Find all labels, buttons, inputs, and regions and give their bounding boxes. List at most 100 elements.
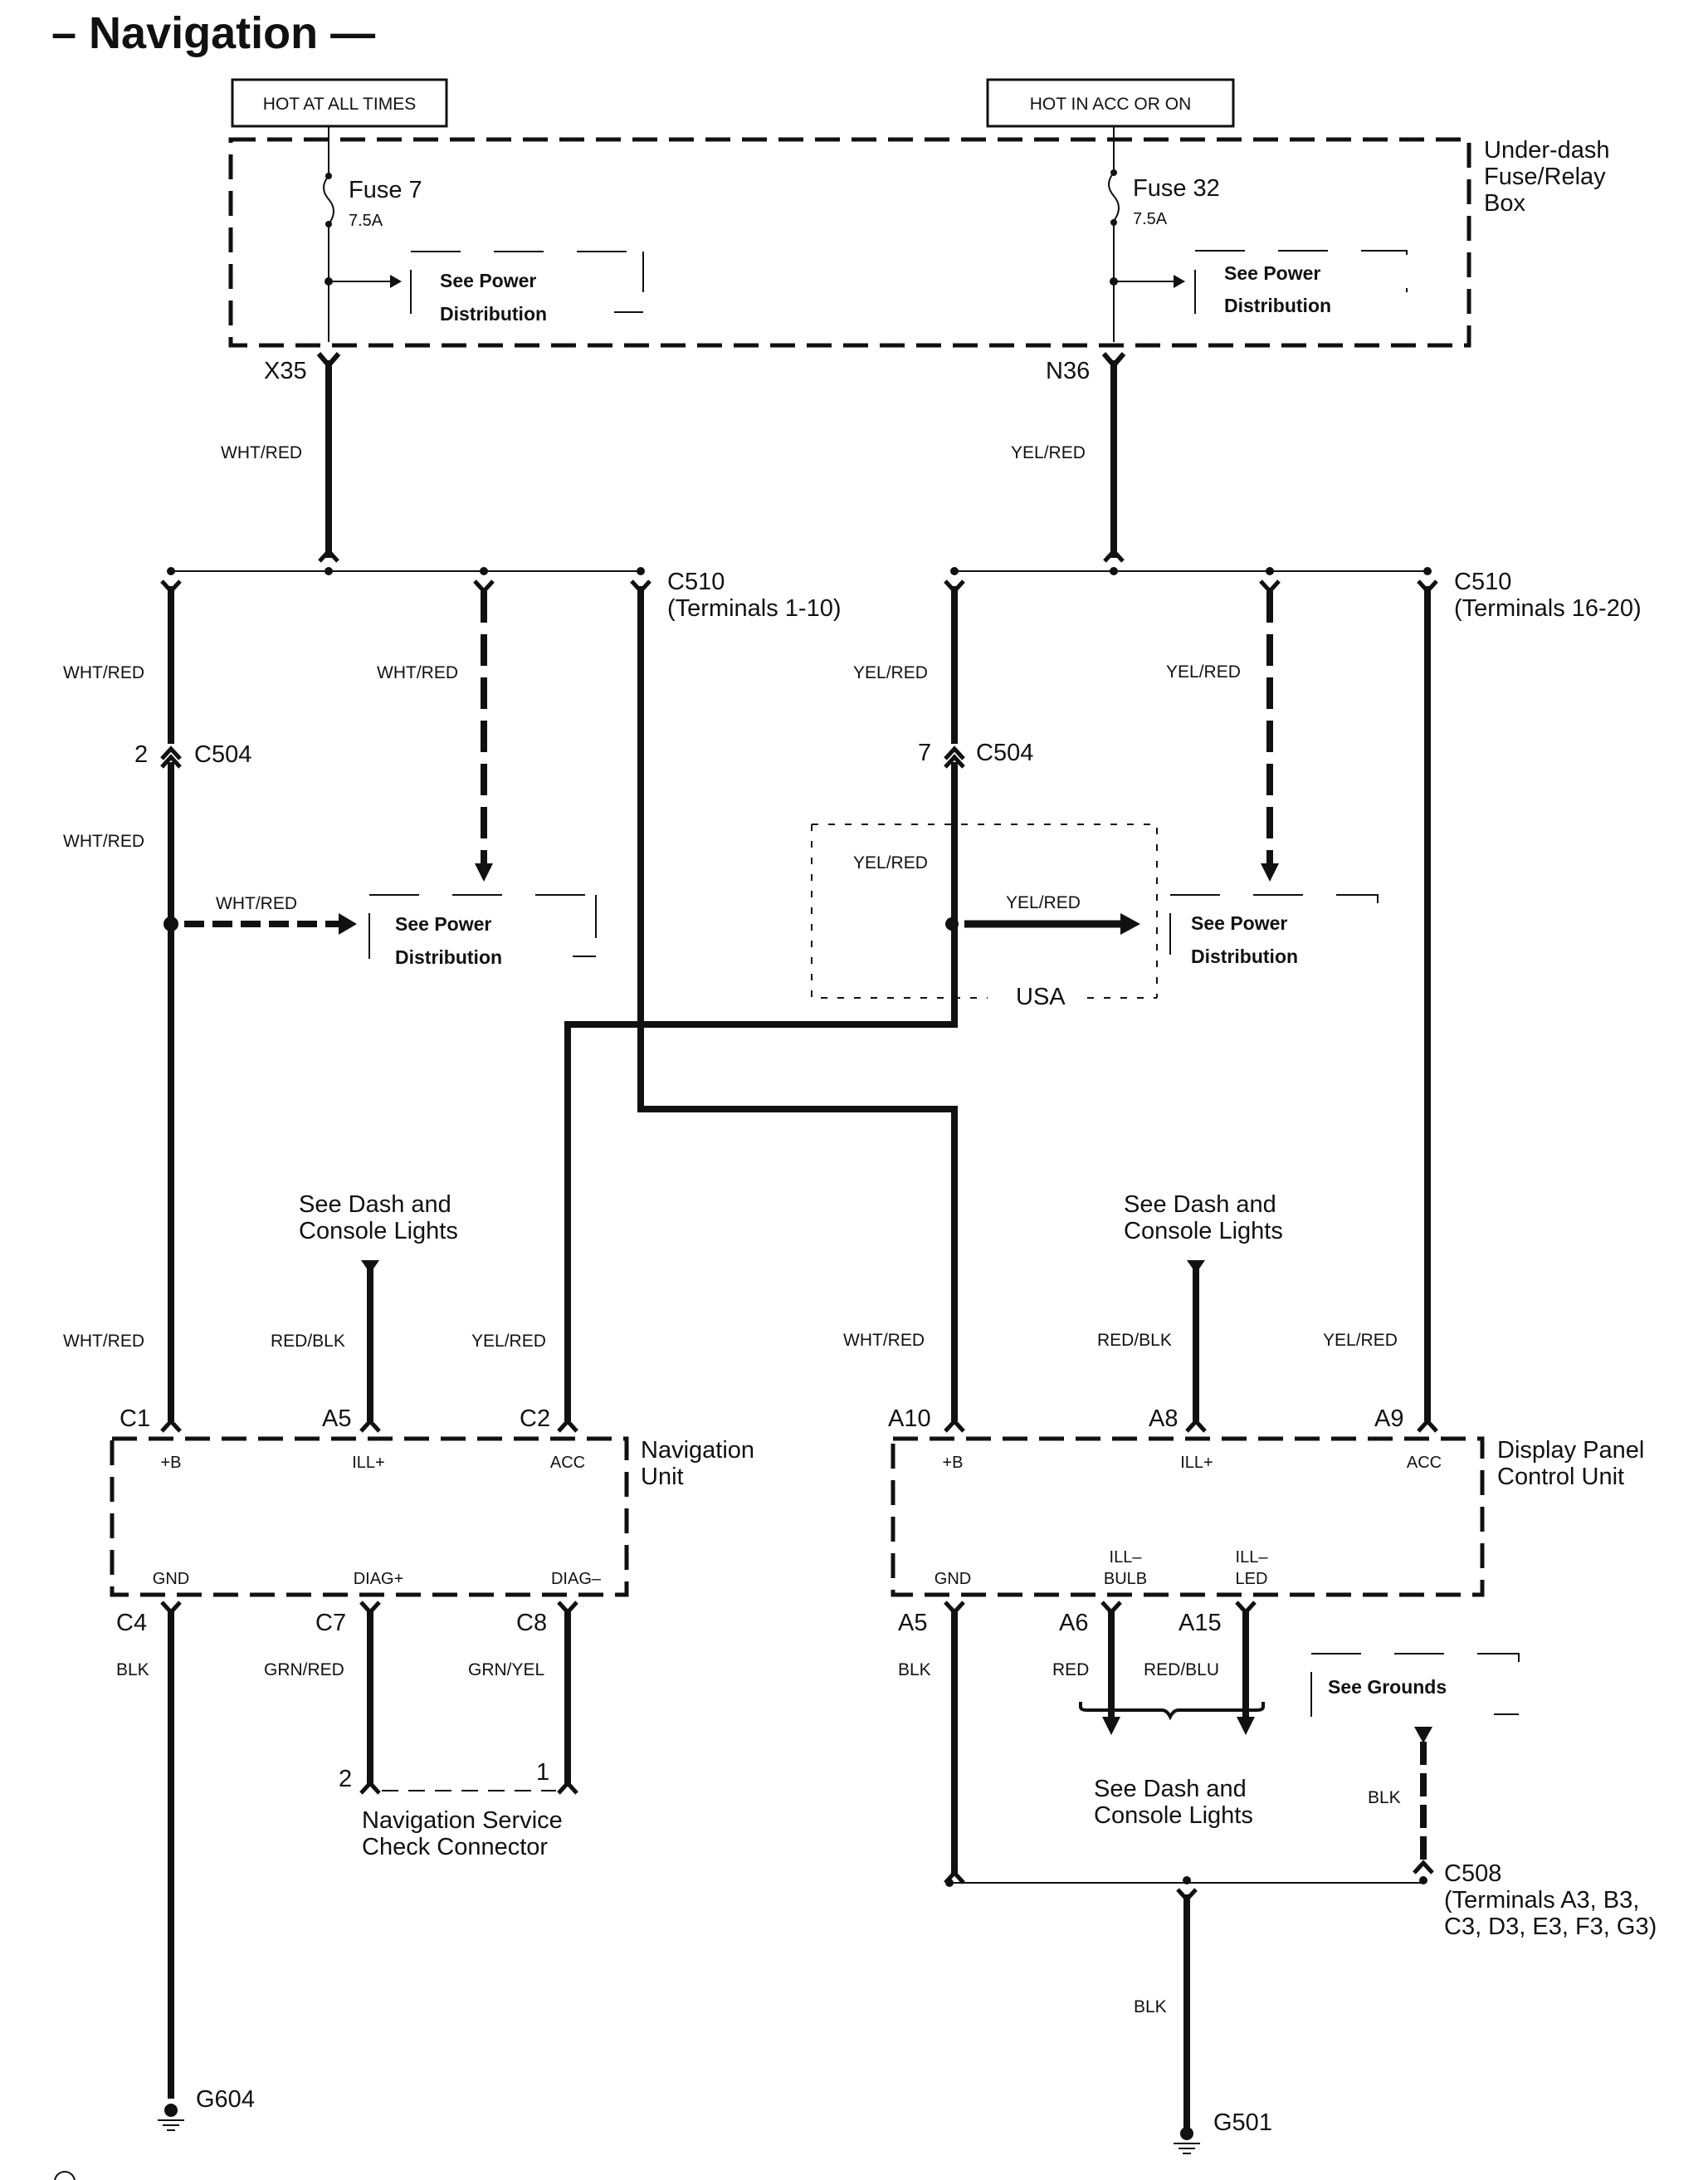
arrow-down-icon [1102, 1717, 1120, 1735]
wire-label: GRN/RED [264, 1660, 344, 1679]
wire-label: GRN/YEL [468, 1660, 544, 1679]
fuse-symbol-icon [323, 175, 334, 225]
svg-text:Distribution: Distribution [1191, 946, 1298, 967]
svg-text:ILL+: ILL+ [1180, 1454, 1213, 1472]
wire-label: BLK [1134, 1997, 1167, 2016]
wire-label: RED/BLK [271, 1332, 345, 1351]
wire-label: WHT/RED [377, 663, 458, 682]
svg-text:HOT IN ACC OR ON: HOT IN ACC OR ON [1030, 95, 1191, 114]
ground-g501: G501 [1174, 2109, 1272, 2154]
wire-label: YEL/RED [1323, 1331, 1398, 1350]
terminal-x35: X35 [264, 358, 307, 384]
ground-icon [164, 2104, 178, 2117]
svg-text:C510: C510 [1454, 569, 1511, 595]
svg-text:Fuse 32: Fuse 32 [1133, 175, 1220, 202]
wire-label: RED [1052, 1660, 1089, 1679]
svg-text:1: 1 [536, 1759, 549, 1786]
svg-text:C8: C8 [516, 1610, 547, 1636]
wire-label: RED/BLK [1097, 1331, 1172, 1350]
svg-text:Check Connector: Check Connector [362, 1834, 548, 1860]
c504-pin-2: 2 [134, 741, 148, 768]
svg-text:Navigation: Navigation [641, 1437, 754, 1464]
svg-text:See Power: See Power [1224, 262, 1320, 284]
svg-text:DIAG+: DIAG+ [354, 1570, 404, 1588]
svg-text:A6: A6 [1059, 1610, 1088, 1636]
svg-text:C508: C508 [1444, 1860, 1501, 1887]
svg-text:DIAG–: DIAG– [551, 1570, 602, 1588]
wire-label: YEL/RED [853, 853, 928, 872]
fuse-32: Fuse 32 7.5A [1108, 126, 1220, 342]
svg-text:See Dash and: See Dash and [1124, 1191, 1276, 1218]
svg-text:ACC: ACC [550, 1454, 585, 1472]
svg-text:Console Lights: Console Lights [1124, 1218, 1283, 1244]
svg-text:ILL–: ILL– [1236, 1548, 1269, 1567]
see-dash-console-lights-ref: See Dash and Console Lights [1094, 1776, 1253, 1829]
wire-label: BLK [1368, 1788, 1401, 1807]
svg-text:Distribution: Distribution [395, 946, 502, 968]
svg-text:Fuse 7: Fuse 7 [349, 177, 422, 203]
copyright-icon [54, 2171, 76, 2180]
ground-g604: G604 [158, 2086, 255, 2131]
svg-text:See Power: See Power [440, 270, 536, 291]
svg-text:C1: C1 [120, 1405, 150, 1432]
svg-text:A5: A5 [898, 1610, 927, 1636]
svg-text:C3, D3, E3, F3, G3): C3, D3, E3, F3, G3) [1444, 1914, 1657, 1940]
wire-label: WHT/RED [63, 832, 144, 851]
svg-text:GND: GND [935, 1570, 971, 1588]
svg-text:+B: +B [942, 1454, 963, 1472]
power-source-hot-at-all-times: HOT AT ALL TIMES [231, 78, 448, 128]
c510-right-bus: C510 (Terminals 16-20) [950, 548, 1642, 622]
svg-text:Fuse/Relay: Fuse/Relay [1484, 164, 1606, 190]
svg-text:ACC: ACC [1407, 1454, 1442, 1472]
svg-text:G604: G604 [196, 2086, 255, 2113]
svg-text:(Terminals 1-10): (Terminals 1-10) [667, 595, 842, 622]
wire-label: WHT/RED [63, 663, 144, 682]
svg-text:See Dash and: See Dash and [299, 1191, 451, 1218]
wire-label: BLK [898, 1660, 931, 1679]
usa-option-box: USA [811, 824, 1158, 1010]
navigation-unit: C1 A5 C2 +B ILL+ ACC GND DIAG+ DIAG– Nav… [110, 1405, 754, 1636]
terminal-n36: N36 [1046, 358, 1090, 384]
arrow-right-icon [1120, 913, 1140, 935]
svg-text:A15: A15 [1179, 1610, 1222, 1636]
svg-text:See Power: See Power [395, 913, 491, 935]
svg-text:Under-dash: Under-dash [1484, 137, 1610, 164]
arrow-down-icon [1237, 1717, 1255, 1735]
svg-text:A10: A10 [888, 1405, 931, 1432]
arrow-right-icon [1174, 275, 1185, 288]
arrow-down-icon [475, 863, 493, 882]
wire-label: RED/BLU [1144, 1660, 1219, 1679]
c504-pin-7: 7 [918, 740, 931, 766]
svg-text:(Terminals 16-20): (Terminals 16-20) [1454, 595, 1642, 622]
fuse-symbol-icon [1108, 172, 1120, 222]
wire-label: WHT/RED [221, 443, 302, 462]
arrow-right-icon [390, 275, 402, 288]
fuse-relay-box: Under-dash Fuse/Relay Box [228, 137, 1610, 348]
ground-icon [1180, 2127, 1193, 2140]
svg-text:HOT AT ALL TIMES: HOT AT ALL TIMES [263, 95, 416, 114]
see-power-distribution-ref: See Power Distribution [1169, 894, 1379, 967]
svg-text:Display Panel: Display Panel [1497, 1437, 1644, 1464]
wire-label: WHT/RED [63, 1332, 144, 1351]
svg-text:7.5A: 7.5A [1133, 210, 1168, 228]
svg-text:See Dash and: See Dash and [1094, 1776, 1247, 1802]
fuse-7: Fuse 7 7.5A [323, 126, 422, 342]
svg-text:Control Unit: Control Unit [1497, 1464, 1624, 1490]
svg-text:C7: C7 [315, 1610, 346, 1636]
svg-text:G501: G501 [1213, 2109, 1272, 2136]
see-dash-console-lights-ref: See Dash and Console Lights [299, 1191, 458, 1244]
svg-text:+B: +B [160, 1454, 181, 1472]
wire-label: YEL/RED [1166, 662, 1241, 682]
svg-text:Box: Box [1484, 190, 1525, 217]
svg-text:C4: C4 [116, 1610, 147, 1636]
arrow-down-icon [1414, 1727, 1432, 1743]
svg-text:Console Lights: Console Lights [1094, 1802, 1253, 1829]
svg-text:C2: C2 [520, 1405, 550, 1432]
svg-text:7.5A: 7.5A [349, 212, 383, 230]
wire-label: YEL/RED [1011, 443, 1086, 462]
connector-c504: C504 [194, 741, 251, 768]
display-panel-control-unit: A10 A8 A9 +B ILL+ ACC GND ILL– BULB ILL–… [888, 1405, 1644, 1636]
c508-bus: C508 (Terminals A3, B3, C3, D3, E3, F3, … [944, 1860, 1657, 1940]
see-power-distribution-ref: See Power Distribution [410, 251, 644, 325]
